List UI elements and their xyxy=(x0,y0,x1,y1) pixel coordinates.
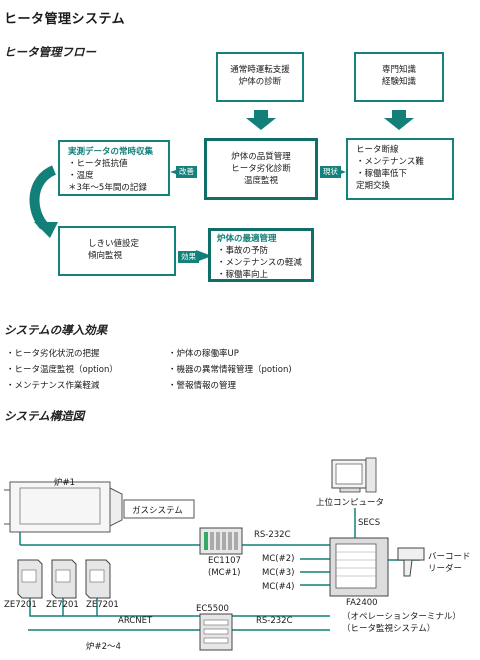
center-quality-box: 炉体の品質管理 ヒータ劣化診断 温度監視 xyxy=(204,138,318,200)
bottom-left-line-1: しきい値設定 xyxy=(88,239,140,249)
right-box-line-1: ヒータ断線 xyxy=(356,145,399,155)
bottom-left-line-2: 傾向監視 xyxy=(88,251,123,261)
label-rs232c-bottom: RS-232C xyxy=(256,616,293,626)
top-right-box: 専門知識 経験知識 xyxy=(354,52,444,102)
label-ec1107: EC1107 xyxy=(208,556,241,566)
right-failure-box: ヒータ断線 ・メンテナンス難 ・稼働率低下 定期交換 xyxy=(346,138,454,200)
flow-title: ヒータ管理フロー xyxy=(4,45,96,59)
barcode-reader xyxy=(397,547,425,577)
fa2400-terminal xyxy=(329,537,389,597)
label-furnace-1: 炉#1 xyxy=(54,478,76,488)
bottom-right-box: 炉体の最適管理 ・事故の予防 ・メンテナンスの軽減 ・稼働率向上 xyxy=(208,228,314,282)
center-box-line-1: 炉体の品質管理 xyxy=(231,152,291,162)
label-mc1: (MC#1) xyxy=(208,568,241,578)
label-ze7201-2: ZE7201 xyxy=(46,600,79,610)
label-host-computer: 上位コンピュータ xyxy=(316,498,385,508)
bottom-right-head: 炉体の最適管理 xyxy=(217,234,277,244)
arrow-curve xyxy=(29,165,57,230)
tag-improve: 改善 xyxy=(176,166,197,178)
label-gas-system: ガスシステム xyxy=(132,506,183,516)
effects-right-list: ・炉体の稼働率UP ・機器の異常情報管理（potion) ・警報情報の管理 xyxy=(168,346,292,394)
left-box-item-1: ・ヒータ抵抗値 xyxy=(68,159,128,169)
top-right-line-2: 経験知識 xyxy=(381,77,416,87)
center-box-line-2: ヒータ劣化診断 xyxy=(231,164,291,174)
left-box-item-2: ・温度 xyxy=(68,171,94,181)
bottom-right-item-2: ・メンテナンスの軽減 xyxy=(217,258,302,268)
label-arcnet: ARCNET xyxy=(118,616,153,626)
left-box-item-3: ＊3年～5年間の記録 xyxy=(68,183,147,193)
top-right-line-1: 専門知識 xyxy=(381,65,416,75)
right-box-line-2: ・メンテナンス難 xyxy=(356,157,424,167)
bottom-right-item-3: ・稼働率向上 xyxy=(217,270,269,280)
label-fa2400-sub2: （ヒータ監視システム） xyxy=(342,624,436,634)
top-center-box: 通常時運転支援 炉体の診断 xyxy=(216,52,304,102)
label-fa2400: FA2400 xyxy=(346,598,378,608)
effect-right-1: ・炉体の稼働率UP xyxy=(168,349,239,359)
label-mc4: MC(#4) xyxy=(262,582,295,592)
ze7201-unit-2 xyxy=(51,559,77,599)
label-rs232c-top: RS-232C xyxy=(254,530,291,540)
bottom-left-box: しきい値設定 傾向監視 xyxy=(58,226,176,276)
right-box-line-3: ・稼働率低下 xyxy=(356,169,408,179)
effects-left-list: ・ヒータ劣化状況の把握 ・ヒータ温度監視（option） ・メンテナンス作業軽減 xyxy=(6,346,118,394)
label-ze7201-3: ZE7201 xyxy=(86,600,119,610)
structure-title: システム構造図 xyxy=(4,409,85,423)
arrow-down-center xyxy=(246,110,276,130)
effect-left-1: ・ヒータ劣化状況の把握 xyxy=(6,349,100,359)
host-computer xyxy=(331,457,377,493)
label-ec5500: EC5500 xyxy=(196,604,229,614)
ze7201-unit-3 xyxy=(85,559,111,599)
structure-diagram xyxy=(4,457,425,651)
effect-right-3: ・警報情報の管理 xyxy=(168,381,237,391)
effects-title: システムの導入効果 xyxy=(4,323,108,337)
label-barcode-2: リーダー xyxy=(428,564,463,574)
label-mc2: MC(#2) xyxy=(262,554,295,564)
tag-effect: 効果 xyxy=(178,251,199,263)
arrow-down-right xyxy=(384,110,414,130)
label-secs: SECS xyxy=(358,518,381,528)
gas-system-box xyxy=(123,499,195,519)
ec5500-device xyxy=(199,613,233,651)
effect-left-2: ・ヒータ温度監視（option） xyxy=(6,365,118,375)
label-mc3: MC(#3) xyxy=(262,568,295,578)
label-furnace-2-4: 炉#2～4 xyxy=(86,642,121,652)
arrow-curve-head xyxy=(34,222,58,238)
left-data-box: 実測データの常時収集 ・ヒータ抵抗値 ・温度 ＊3年～5年間の記録 xyxy=(58,140,170,196)
top-center-line-1: 通常時運転支援 xyxy=(230,65,290,75)
label-barcode-1: バーコード xyxy=(428,552,471,562)
top-center-line-2: 炉体の診断 xyxy=(238,77,282,87)
ze7201-unit-1 xyxy=(17,559,43,599)
label-fa2400-sub1: （オペレーションターミナル） xyxy=(342,612,461,622)
effect-right-2: ・機器の異常情報管理（potion) xyxy=(168,365,292,375)
arrow-right-effect xyxy=(196,250,212,262)
bottom-right-item-1: ・事故の予防 xyxy=(217,246,269,256)
effect-left-3: ・メンテナンス作業軽減 xyxy=(6,381,100,391)
left-box-head: 実測データの常時収集 xyxy=(68,147,154,157)
right-box-line-4: 定期交換 xyxy=(356,181,391,191)
center-box-line-3: 温度監視 xyxy=(243,176,278,186)
ec1107-device xyxy=(199,527,243,555)
furnace-1 xyxy=(4,481,123,533)
page-title: ヒータ管理システム xyxy=(4,12,126,27)
label-ze7201-1: ZE7201 xyxy=(4,600,37,610)
tag-current: 現状 xyxy=(320,166,341,178)
